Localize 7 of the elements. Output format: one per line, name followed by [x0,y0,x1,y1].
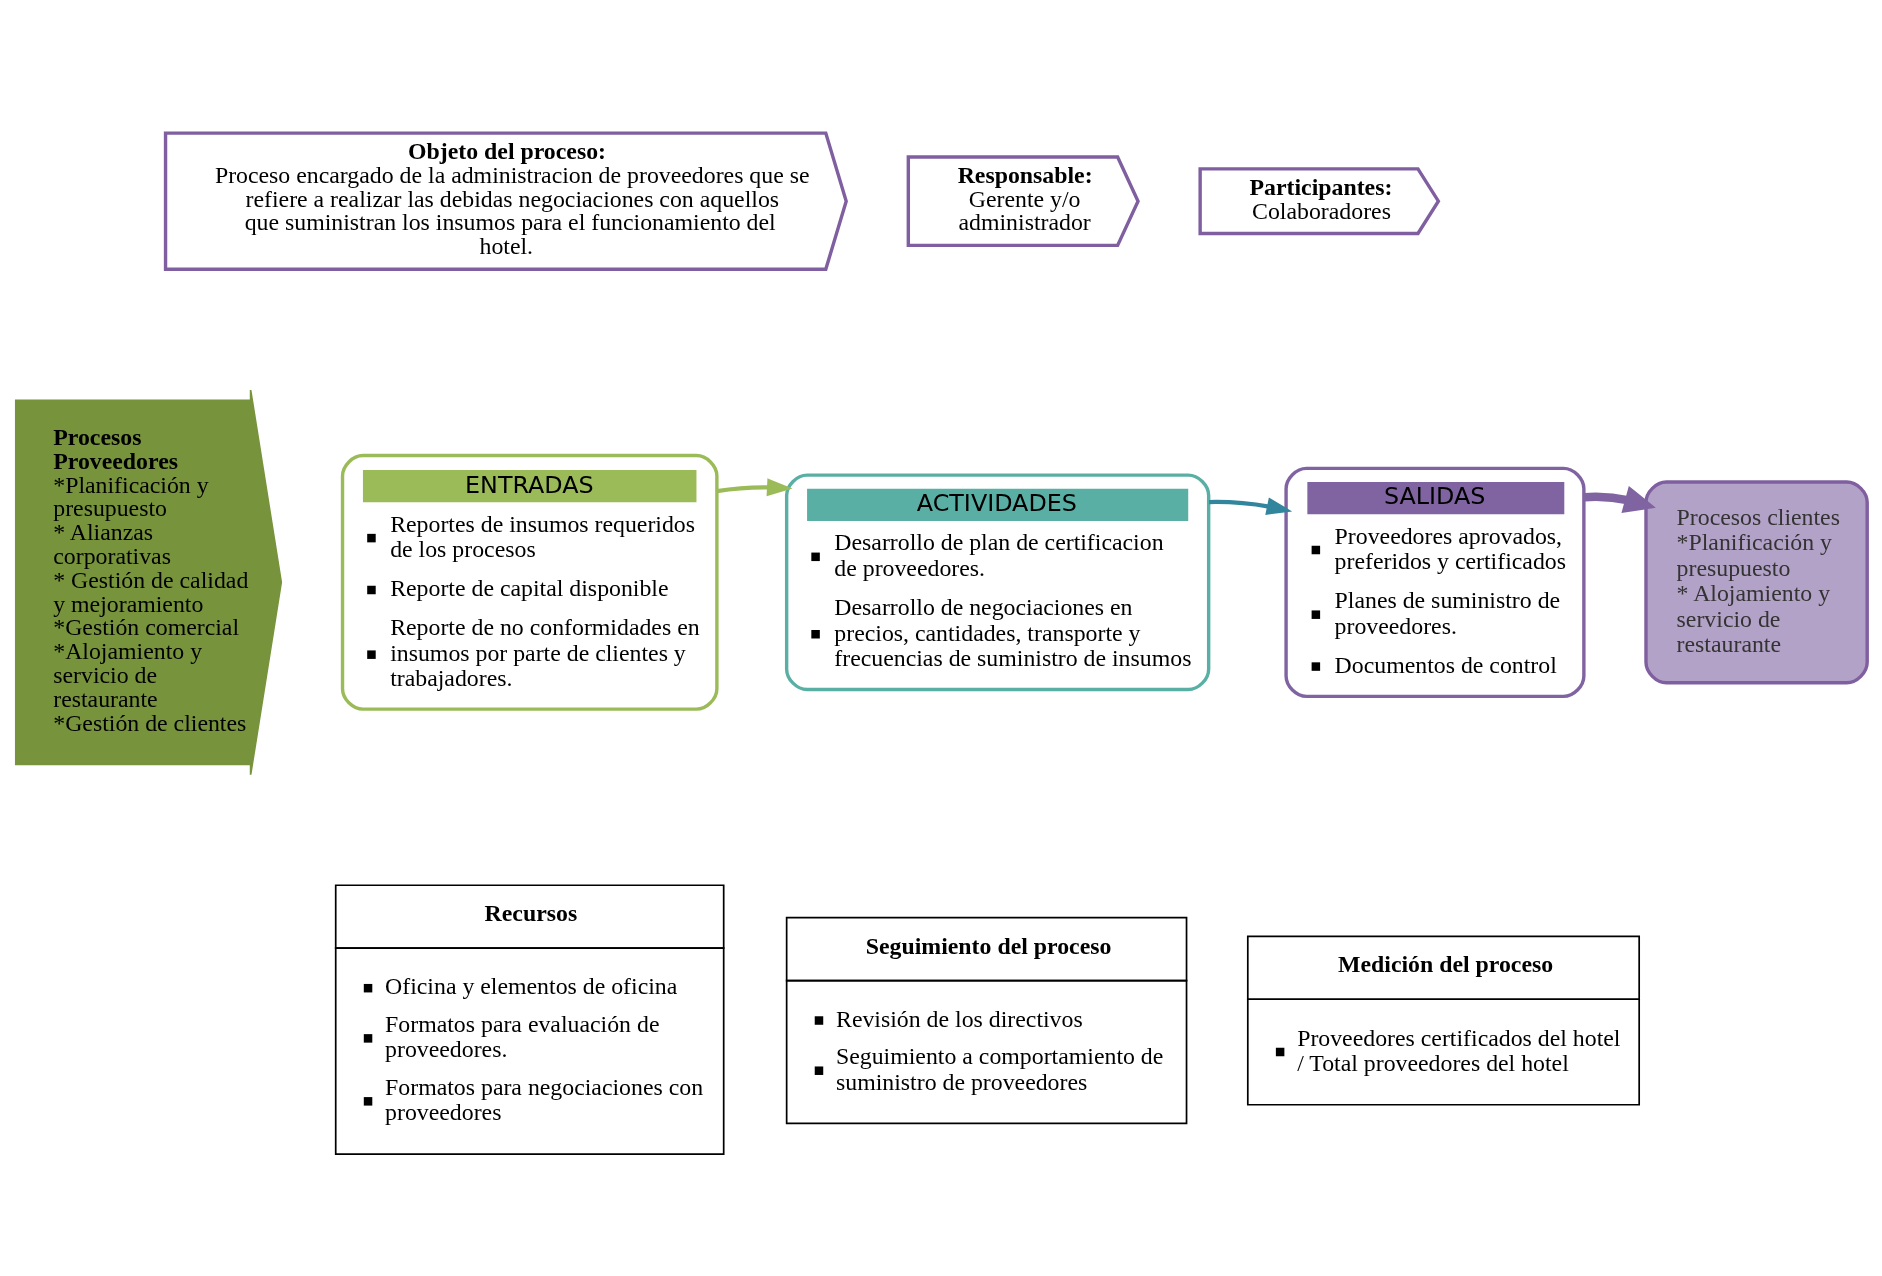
arrow [1208,496,1292,515]
node-box: SALIDAS Proveedores aprovados, preferidos y certificados Planes de suministro de proveedores. Documentos de control [1283,466,1586,698]
node-box: Procesos clientes *Planificación y presupuesto * Alojamiento y servicio de restaurante [1643,479,1869,684]
arrow [716,477,793,496]
node-box: ACTIVIDADES Desarrollo de plan de certificacion de proveedores. Desarrollo de negociaciones en precios, cantidades, transporte y frecuencias de suministro de insumos [784,472,1210,691]
node-box: ENTRADAS Reportes de insumos requeridos de los procesos Reporte de capital disponible Reporte de no conformidades en insumos por parte de clientes y trabajadores. [340,453,719,711]
arrow [1583,485,1656,513]
